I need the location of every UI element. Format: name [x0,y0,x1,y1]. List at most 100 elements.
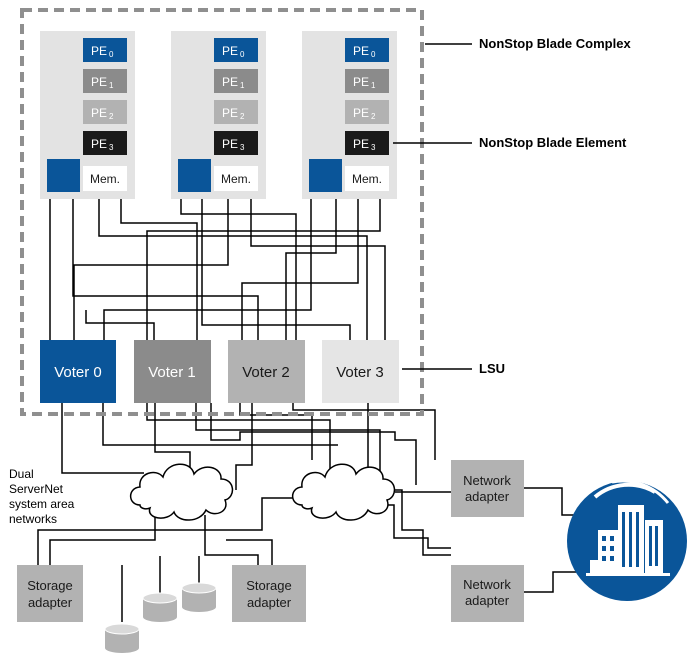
network-adapter-1: Network adapter [451,565,524,622]
san-line-1: ServerNet [9,482,64,496]
storage-adapter-0-word2: adapter [28,595,73,610]
callouts: NonStop Blade Complex NonStop Blade Elem… [393,36,631,376]
pe-0-box [345,38,389,62]
memory-label: Mem. [90,172,120,186]
wire-20 [235,403,253,490]
buildings-icon [567,479,687,601]
pe-0-box [83,38,127,62]
pe-3-box [83,131,127,155]
memory-box [214,166,258,191]
wire-23 [37,497,302,565]
pe-1-box [345,69,389,93]
disk-icons [104,556,217,653]
pe-1-box [83,69,127,93]
disk-icon [181,582,217,612]
voter-3-box [322,340,399,403]
voter-2-box [228,340,305,403]
network-adapter-1-word1: Network [463,577,511,592]
wire-26 [384,489,451,556]
voter-1-label: Voter 1 [148,364,196,381]
storage-adapter-1-word2: adapter [247,595,292,610]
cloud-icon [291,463,396,521]
wire-6 [73,199,229,340]
wire-27 [384,504,451,549]
disk-icon [104,623,140,653]
storage-adapter-1-word1: Storage [246,578,292,593]
wire-11 [146,199,381,340]
san-line-0: Dual [9,467,34,481]
voter-1-box [134,340,211,403]
voter-0-box [40,340,116,403]
pe-2-index: 2 [371,112,376,121]
network-adapter-1-word2: adapter [465,593,510,608]
wire-8 [103,199,312,340]
disk-icon [142,592,178,622]
pe-0-index: 0 [371,50,376,59]
wire-1 [72,199,259,340]
memory-label: Mem. [352,172,382,186]
wire-10 [241,199,359,340]
wire-15 [146,403,331,472]
label-lsu: LSU [479,361,505,376]
pe-2-box [83,100,127,124]
network-adapter-0-word2: adapter [465,489,510,504]
wiring [37,199,580,593]
memory-box [83,166,127,191]
storage-adapter-0: Storage adapter [17,565,83,622]
wire-14 [102,403,338,446]
wire-2 [98,199,368,340]
blade-cpu-block [178,159,211,192]
pe-2-index: 2 [109,112,114,121]
wire-31 [524,571,580,593]
pe-3-index: 3 [109,143,114,152]
pe-1-index: 1 [240,81,245,90]
memory-label: Mem. [221,172,251,186]
blade-complex-boundary [20,8,424,416]
wire-25 [204,515,259,565]
network-adapter-0: Network adapter [451,460,524,517]
storage-adapter-1: Storage adapter [232,565,306,622]
memory-box [345,166,389,191]
wire-5 [201,199,351,340]
pe-3-box [345,131,389,155]
label-element: NonStop Blade Element [479,135,627,150]
pe-3-index: 3 [371,143,376,152]
wire-12 [85,310,155,340]
pe-0-index: 0 [109,50,114,59]
wire-29 [226,539,273,565]
pe-1-index: 1 [109,81,114,90]
pe-3-box [214,131,258,155]
pe-1-index: 1 [371,81,376,90]
network-adapter-0-word1: Network [463,473,511,488]
pe-2-box [345,100,389,124]
label-complex: NonStop Blade Complex [479,36,631,51]
wire-17 [195,403,381,475]
cloud-icon [129,463,234,521]
wire-7 [250,199,386,340]
wire-18 [210,403,417,485]
san-label: Dual ServerNet system area networks [9,467,75,526]
wire-16 [154,403,191,467]
wire-24 [49,515,156,565]
voter-row: Voter 0 Voter 1 Voter 2 Voter 3 [40,340,399,403]
voter-3-label: Voter 3 [336,364,384,381]
blade-cpu-block [309,159,342,192]
pe-1-box [214,69,258,93]
wire-3 [120,199,198,340]
pe-0-box [214,38,258,62]
wire-4 [180,199,297,340]
pe-0-index: 0 [240,50,245,59]
san-line-2: system area [9,497,75,511]
wire-13 [61,403,144,474]
wire-9 [285,199,337,340]
voter-0-label: Voter 0 [54,364,102,381]
wire-30 [524,487,575,516]
san-line-3: networks [9,512,57,526]
storage-adapter-0-word1: Storage [27,578,73,593]
pe-2-index: 2 [240,112,245,121]
